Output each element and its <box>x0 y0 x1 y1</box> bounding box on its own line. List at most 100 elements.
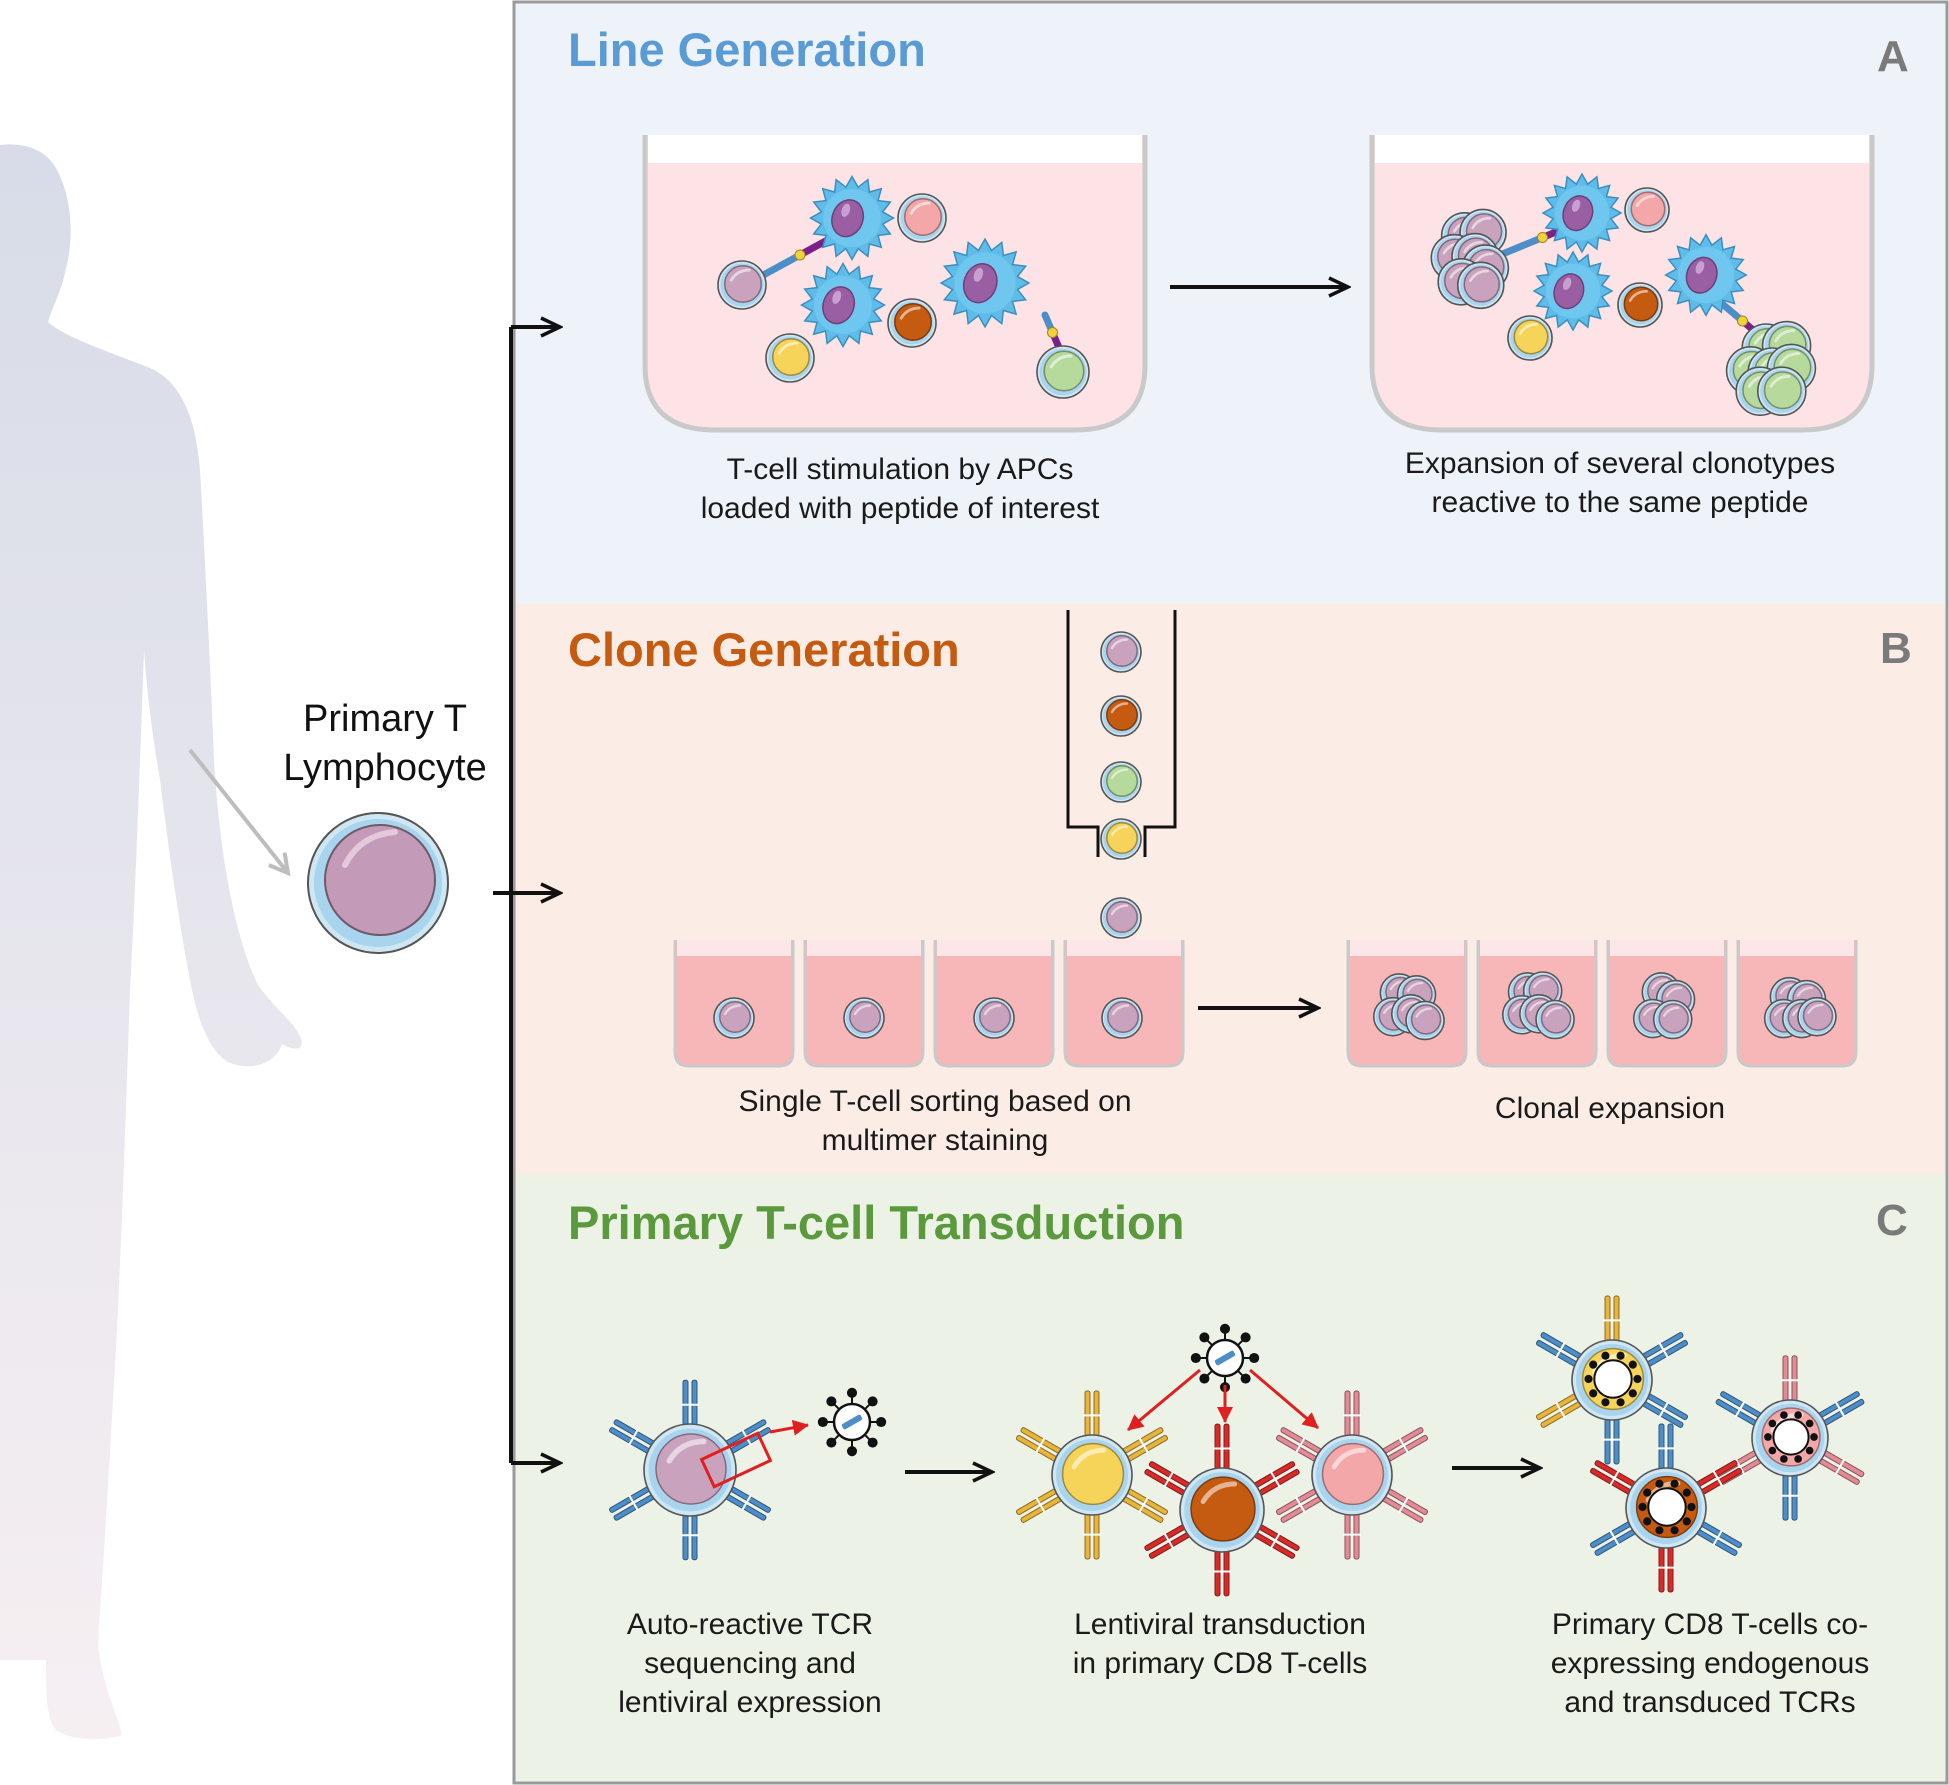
caption-line: expressing endogenous <box>1550 1647 1870 1680</box>
t-cell <box>1311 1434 1393 1516</box>
tcr-expressing-cell <box>1015 1390 1169 1560</box>
panel-b-letter: B <box>1880 624 1912 673</box>
highlight-box <box>699 1431 773 1489</box>
t-cell <box>887 298 937 348</box>
panel-a-step-1-caption: T-cell stimulation by APCs loaded with p… <box>650 450 1150 528</box>
tcr-receptor <box>1639 1332 1689 1368</box>
t-cell <box>713 997 755 1039</box>
cell-cluster <box>1632 972 1696 1040</box>
panel-c-step-2-caption: Lentiviral transduction in primary CD8 T… <box>1020 1605 1420 1683</box>
t-cell <box>1179 1467 1265 1553</box>
tcr-receptor <box>1343 1390 1361 1440</box>
tcr-receptor <box>1657 1543 1675 1593</box>
panel-c-cells <box>609 1295 1865 1597</box>
panel-c-step-3-caption: Primary CD8 T-cells co- expressing endog… <box>1500 1605 1920 1722</box>
lentivirus-icon <box>1190 1323 1260 1393</box>
t-cell <box>1456 261 1505 310</box>
tcr-receptor <box>1603 1415 1621 1465</box>
antigen-presenting-cell <box>1532 250 1614 332</box>
cell-cluster <box>1372 973 1445 1041</box>
t-cell <box>1051 1434 1133 1516</box>
t-cell <box>1617 282 1663 328</box>
panel-a-letter: A <box>1877 32 1909 81</box>
caption-line: reactive to the same peptide <box>1431 486 1809 519</box>
sorter-nozzle <box>1066 610 1177 857</box>
caption-line: sequencing and <box>644 1647 856 1680</box>
caption-line: and transduced TCRs <box>1564 1686 1856 1719</box>
t-cell <box>1100 761 1142 803</box>
red-arrow <box>1127 1368 1201 1432</box>
tcr-receptor <box>1015 1487 1065 1523</box>
tcr-receptor <box>681 1511 699 1561</box>
t-cell <box>1405 1000 1445 1041</box>
caption-line: Single T-cell sorting based on <box>738 1085 1132 1118</box>
caption-line: multimer staining <box>821 1124 1049 1157</box>
caption-line: lentiviral expression <box>618 1686 882 1719</box>
tcr-receptor <box>1589 1460 1639 1496</box>
tcr-receptor <box>722 1485 771 1521</box>
t-cell <box>1101 997 1143 1039</box>
red-arrow <box>1249 1368 1319 1430</box>
tcr-receptor <box>1213 1423 1231 1473</box>
tcr-receptor <box>609 1419 658 1455</box>
t-cell <box>1100 897 1142 939</box>
caption-line: Clonal expansion <box>1494 1092 1726 1125</box>
source-arrow <box>188 748 288 873</box>
source-label-line-1: Primary T <box>303 698 467 740</box>
t-cell <box>643 1423 737 1517</box>
source-label: Primary T Lymphocyte <box>255 695 515 793</box>
cell-cluster <box>1430 208 1510 310</box>
tcr-expressing-cell <box>1144 1423 1300 1597</box>
caption-line: Expansion of several clonotypes <box>1404 447 1836 480</box>
cell-cluster <box>1502 971 1575 1040</box>
tcr-receptor <box>1781 1355 1799 1405</box>
antigen-presenting-cell <box>1664 233 1748 317</box>
integrated-virus <box>1638 1479 1696 1535</box>
panel-c-title: Primary T-cell Transduction <box>568 1196 1185 1249</box>
t-cell <box>1100 695 1142 737</box>
tcr-expressing-cell <box>1275 1390 1429 1560</box>
panel-c-letter: C <box>1876 1196 1908 1245</box>
integrated-virus <box>1764 1411 1818 1463</box>
lentivirus-icon <box>817 1387 887 1457</box>
t-cell <box>765 333 815 383</box>
t-cell <box>1100 631 1142 673</box>
source-label-line-2: Lymphocyte <box>283 747 487 789</box>
tcr-receptor <box>1083 1510 1101 1560</box>
antigen-presenting-cell <box>939 237 1031 329</box>
t-cell <box>1624 187 1670 233</box>
t-cell <box>1507 315 1553 361</box>
panel-b-title: Clone Generation <box>568 623 960 676</box>
t-cell <box>843 997 885 1039</box>
t-cell <box>1652 999 1693 1040</box>
t-cell <box>717 260 767 310</box>
tcr-receptor <box>1657 1423 1675 1473</box>
tcr-receptor <box>1379 1487 1429 1523</box>
panel-a-cells <box>717 172 1817 417</box>
t-cell <box>1036 345 1090 399</box>
tcr-receptor <box>1015 1427 1065 1463</box>
t-cell <box>1535 999 1575 1040</box>
tcr-receptor <box>1213 1547 1231 1597</box>
antigen-presenting-cell <box>1541 172 1623 254</box>
t-cell <box>1757 366 1807 417</box>
tcr-receptor <box>1144 1523 1193 1559</box>
tcr-receptor <box>1693 1460 1743 1496</box>
panel-b-background <box>515 604 1947 1174</box>
integrated-virus <box>1584 1351 1642 1407</box>
cell-cluster <box>1763 976 1837 1039</box>
panel-a-step-2-caption: Expansion of several clonotypes reactive… <box>1370 444 1870 522</box>
tcr-receptor <box>1781 1471 1799 1521</box>
t-cell <box>1797 996 1837 1037</box>
caption-line: in primary CD8 T-cells <box>1072 1647 1368 1680</box>
t-cell <box>897 193 947 243</box>
antigen-presenting-cell <box>808 174 896 262</box>
cell-cluster <box>1725 320 1817 417</box>
caption-line: Lentiviral transduction <box>1074 1608 1366 1641</box>
caption-line: T-cell stimulation by APCs <box>726 453 1074 486</box>
red-arrow <box>769 1419 809 1436</box>
tcr-receptor <box>1083 1390 1101 1440</box>
panel-b-step-1-caption: Single T-cell sorting based on multimer … <box>685 1082 1185 1160</box>
t-cell <box>1100 818 1142 860</box>
